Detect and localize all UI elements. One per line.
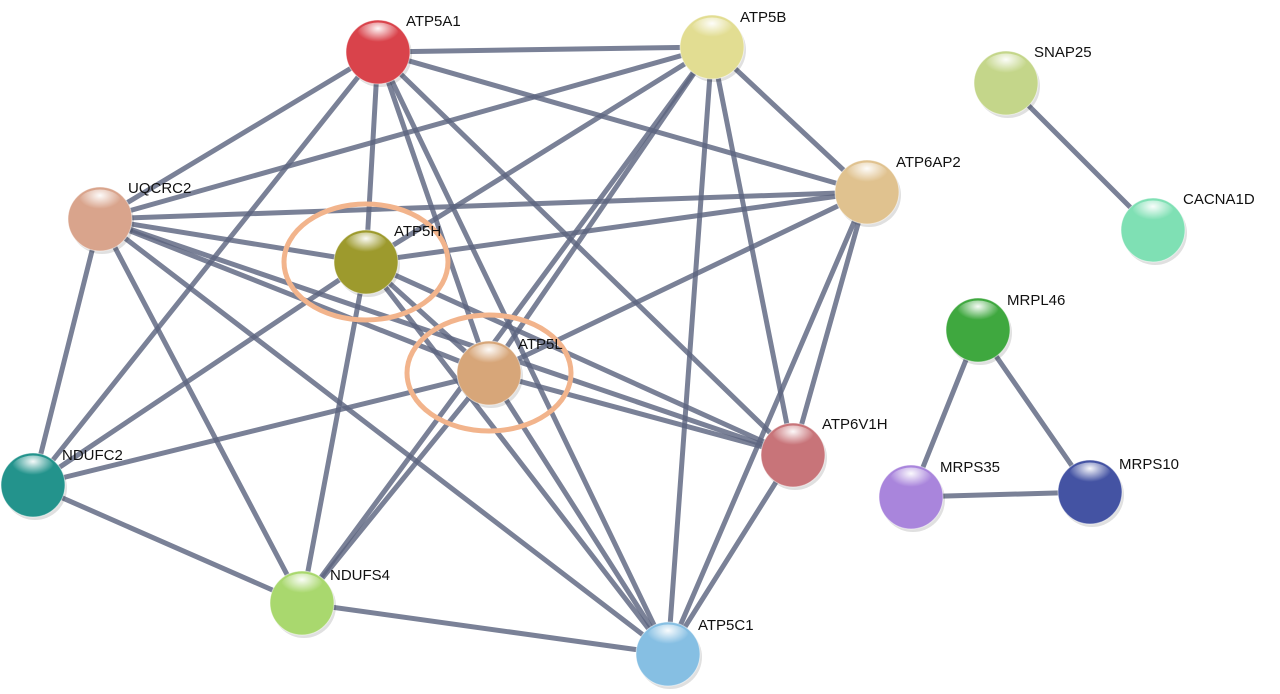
node-mrps10[interactable]: MRPS10 [1057,456,1179,527]
node-mrpl46[interactable]: MRPL46 [945,292,1065,365]
edge-uqcrc2-atp5c1 [97,216,671,657]
node-atp5l[interactable]: ATP5L [456,336,563,408]
edge-atp5a1-ndufc2 [30,49,381,488]
edge-atp5a1-atp5l [375,49,492,376]
edge-atp5h-ndufc2 [30,259,369,488]
edge-atp5b-atp6v1h [709,44,796,458]
node-shine [1131,200,1175,228]
node-shine [889,467,933,495]
node-label-atp5c1: ATP5C1 [698,617,754,634]
edge-atp5a1-atp5b [375,44,715,55]
edge-uqcrc2-atp5h [97,216,369,265]
node-label-uqcrc2: UQCRC2 [128,180,191,197]
node-atp6v1h[interactable]: ATP6V1H [760,416,888,490]
edge-uqcrc2-ndufc2 [30,216,103,488]
node-label-atp5a1: ATP5A1 [406,13,461,30]
edge-atp5b-atp5h [363,44,715,265]
edge-atp5l-atp5c1 [486,370,671,657]
node-shine [344,232,388,260]
node-label-mrps35: MRPS35 [940,459,1000,476]
edge-atp5b-atp5c1 [665,44,715,657]
node-atp5h[interactable]: ATP5H [333,223,441,297]
edge-atp6ap2-atp5c1 [665,189,870,657]
node-shine [78,189,122,217]
edge-atp5a1-uqcrc2 [97,49,381,222]
node-shine [11,455,55,483]
highlight-ring-atp5l [404,312,574,434]
edge-snap25-cacna1d [1003,80,1156,233]
edge-uqcrc2-ndufs4 [97,216,305,606]
node-atp5a1[interactable]: ATP5A1 [345,13,461,87]
edge-atp6ap2-uqcrc2 [97,189,870,222]
edge-atp6ap2-atp5l [486,189,870,376]
edge-atp5l-ndufc2 [30,370,492,488]
node-label-cacna1d: CACNA1D [1183,191,1255,208]
node-label-atp6v1h: ATP6V1H [822,416,888,433]
node-label-snap25: SNAP25 [1034,44,1092,61]
node-uqcrc2[interactable]: UQCRC2 [67,180,191,254]
node-shine [280,573,324,601]
edge-atp5l-atp6v1h [486,370,796,458]
edge-atp5a1-atp5h [363,49,381,265]
edge-uqcrc2-atp5l [97,216,492,376]
node-mrps35[interactable]: MRPS35 [878,459,1000,532]
node-atp6ap2[interactable]: ATP6AP2 [834,154,961,227]
node-atp5b[interactable]: ATP5B [679,9,786,82]
node-ndufs4[interactable]: NDUFS4 [269,567,390,638]
node-shine [771,425,815,453]
edge-atp5a1-atp6ap2 [375,49,870,195]
highlight-ring-atp5h [281,201,451,323]
node-shine [467,343,511,371]
node-shine [356,22,400,50]
node-label-mrps10: MRPS10 [1119,456,1179,473]
node-shine [1068,462,1112,490]
node-shine [845,162,889,190]
node-shine [646,624,690,652]
edge-atp6ap2-atp6v1h [790,189,870,458]
node-shine [984,53,1028,81]
edge-atp6ap2-atp5h [363,189,870,265]
node-label-atp5l: ATP5L [518,336,563,353]
node-label-ndufc2: NDUFC2 [62,447,123,464]
node-label-atp6ap2: ATP6AP2 [896,154,961,171]
edge-atp5b-uqcrc2 [97,44,715,222]
edge-ndufc2-ndufs4 [30,482,305,606]
edge-atp5h-atp5c1 [363,259,671,657]
node-label-mrpl46: MRPL46 [1007,292,1065,309]
node-ndufc2[interactable]: NDUFC2 [0,447,123,520]
node-label-atp5h: ATP5H [394,223,441,240]
node-snap25[interactable]: SNAP25 [973,44,1092,118]
edge-ndufs4-atp5c1 [299,600,671,657]
node-atp5c1[interactable]: ATP5C1 [635,617,754,689]
edge-atp5b-atp6ap2 [709,44,870,195]
node-label-ndufs4: NDUFS4 [330,567,390,584]
edges-layer [30,44,1156,657]
node-label-atp5b: ATP5B [740,9,786,26]
edge-mrpl46-mrps10 [975,327,1093,495]
highlight-layer [281,201,574,434]
node-shine [690,17,734,45]
edge-atp5l-ndufs4 [299,370,492,606]
node-cacna1d[interactable]: CACNA1D [1120,191,1255,265]
node-shine [956,300,1000,328]
edge-atp5a1-atp5c1 [375,49,671,657]
edge-atp6v1h-atp5c1 [665,452,796,657]
